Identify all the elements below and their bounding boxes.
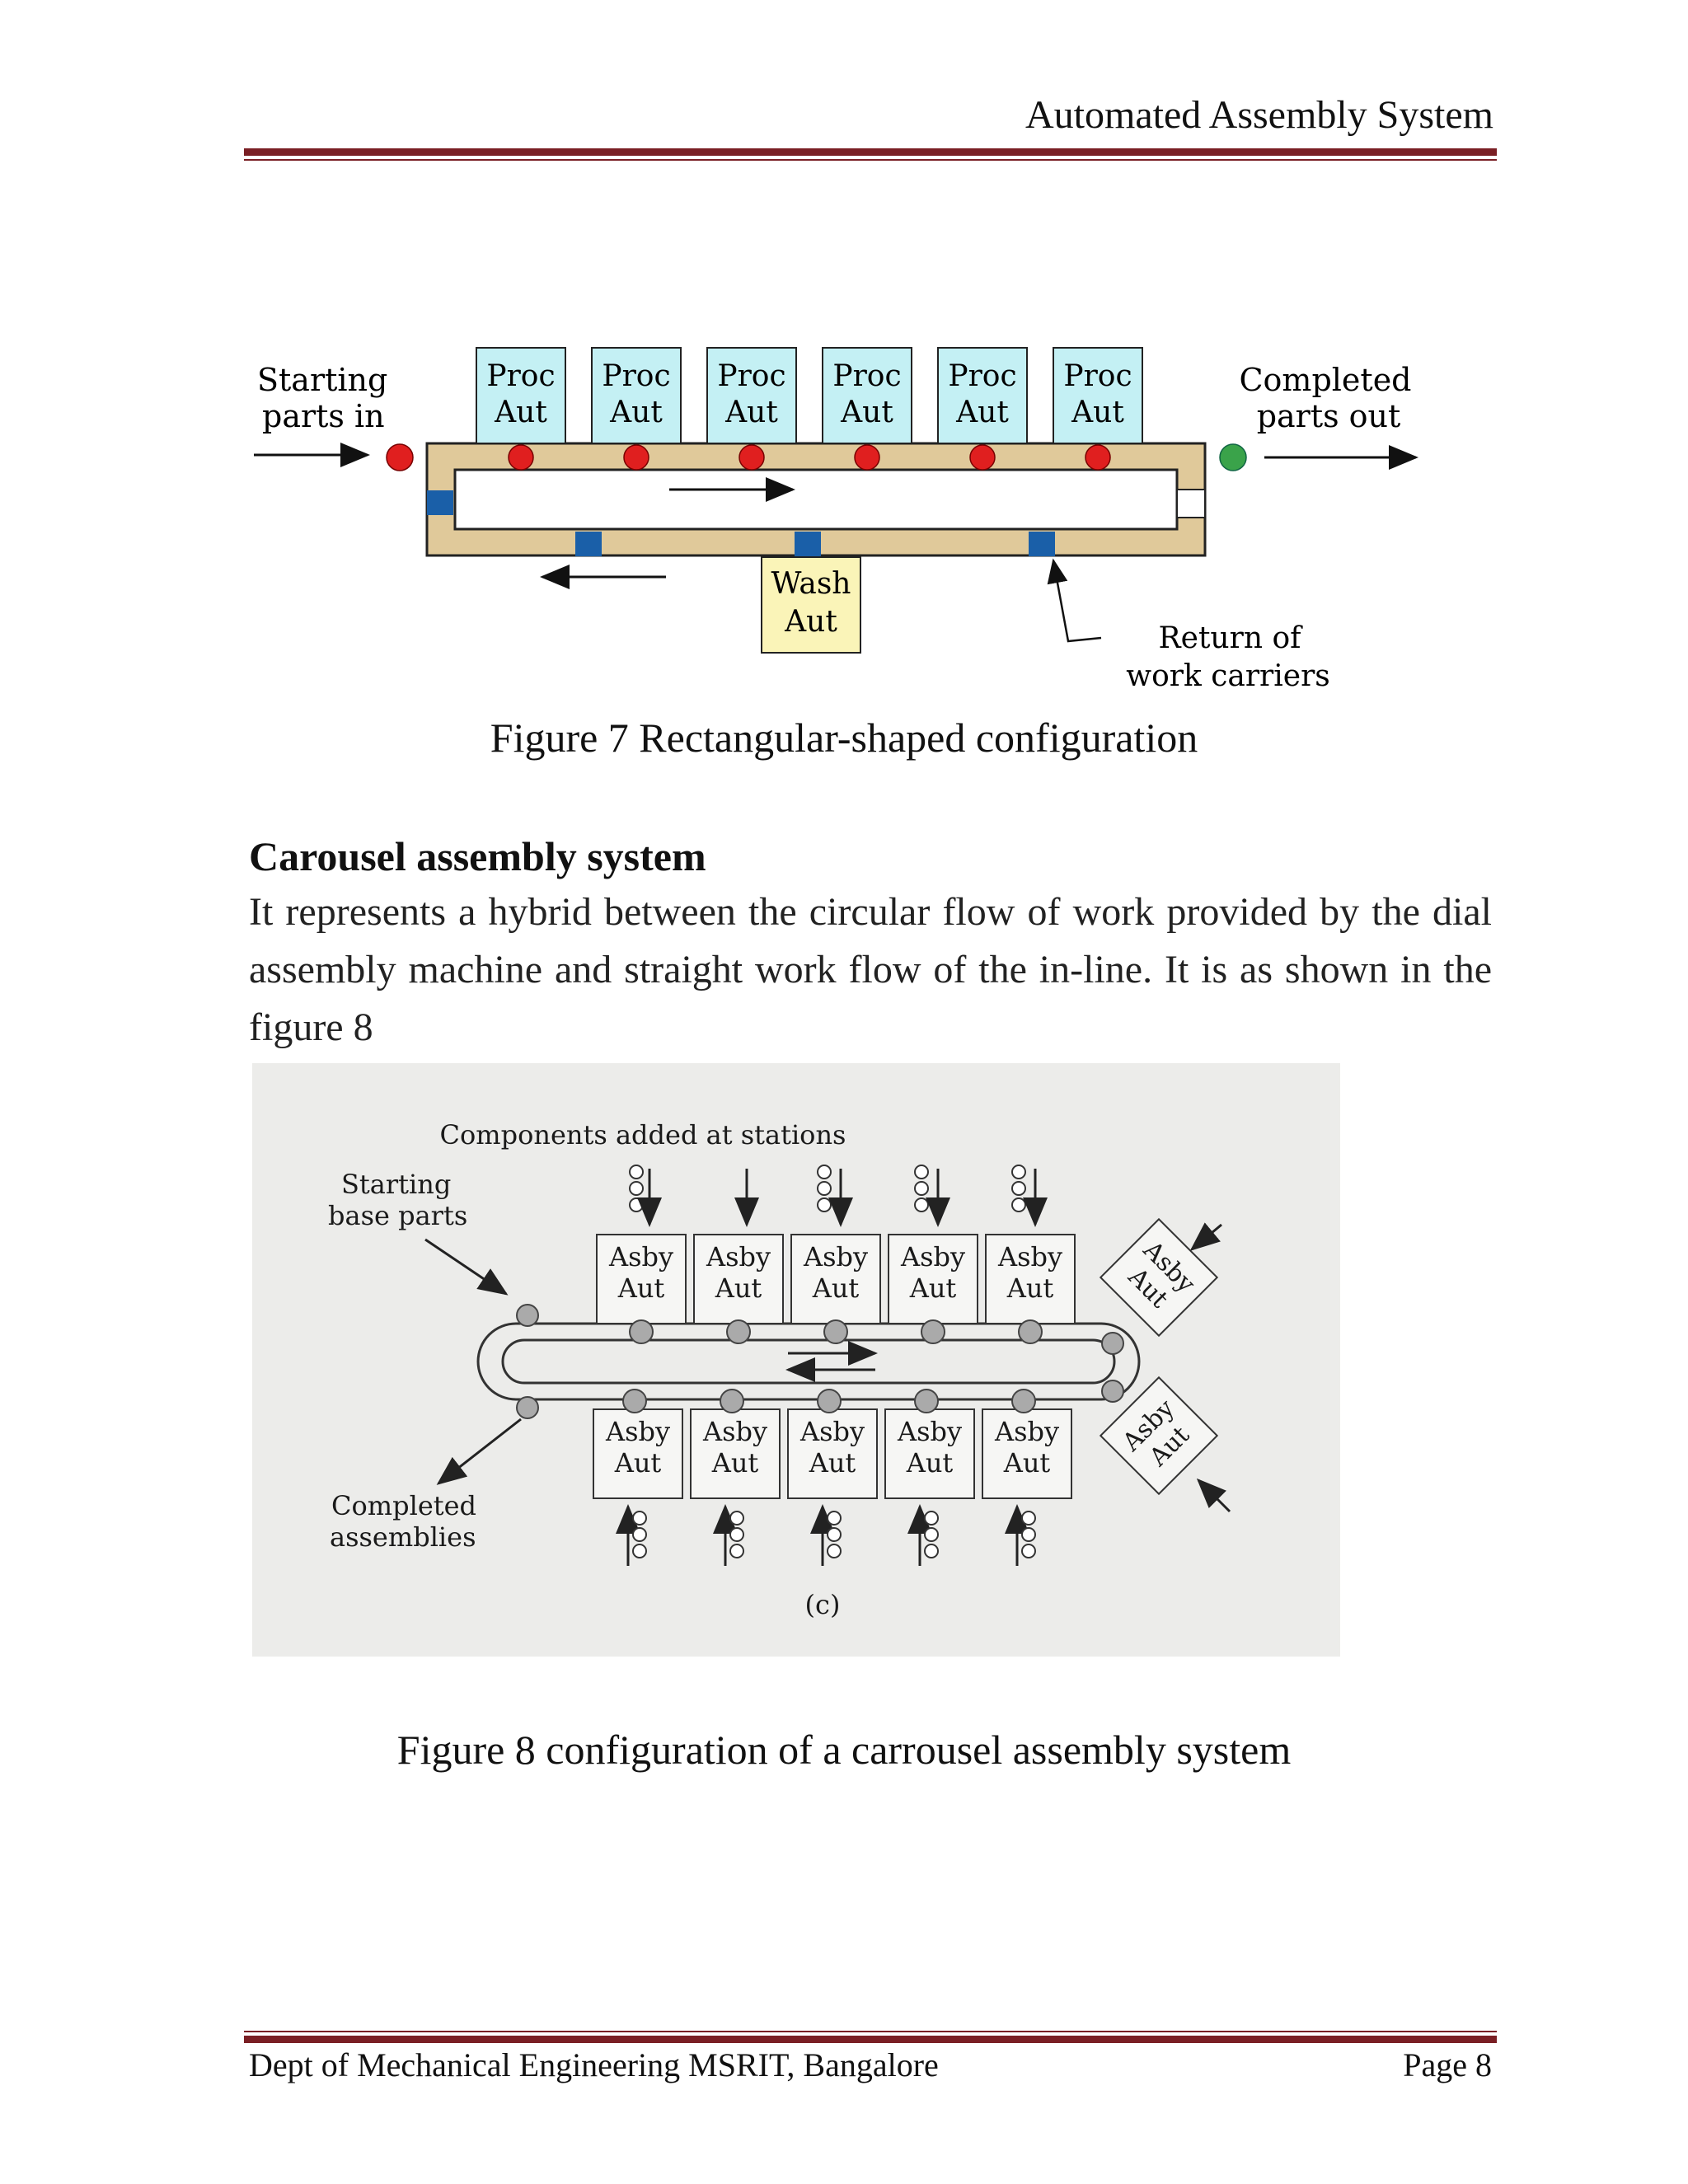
footer-department: Dept of Mechanical Engineering MSRIT, Ba… <box>249 2046 939 2083</box>
fig7-carrier <box>1029 532 1055 556</box>
fig7-completed-part <box>1219 443 1247 471</box>
fig8-carousel-track <box>476 1322 1141 1401</box>
section-heading: Carousel assembly system <box>249 833 706 879</box>
fig8-completed-arrow <box>436 1418 522 1485</box>
fig8-top-stations: Asby Aut Asby Aut Asby Aut As <box>596 1165 1076 1344</box>
fig8-asby-text-2: Aut <box>809 1447 856 1479</box>
figure-7-caption: Figure 7 Rectangular-shaped configuratio… <box>490 715 1198 761</box>
fig8-asby-text-2: Aut <box>711 1447 759 1479</box>
fig8-completed-label-1: Completed <box>331 1490 476 1521</box>
fig7-carrier <box>575 532 602 556</box>
fig8-start-part <box>516 1304 539 1327</box>
figure-7-rectangular-diagram: Starting parts in Proc Aut Proc Aut Proc… <box>254 347 1418 693</box>
footer-rule-thick <box>244 2036 1497 2043</box>
fig8-asby-text-1: Asby <box>997 1241 1062 1272</box>
figure-8-caption: Figure 8 configuration of a carrousel as… <box>396 1727 1292 1773</box>
fig7-return-leader <box>1047 558 1102 643</box>
fig7-start-part <box>386 443 414 471</box>
fig8-asby-box-bottom-2: Asby Aut <box>690 1389 781 1566</box>
fig8-asby-text-1: Asby <box>900 1241 965 1272</box>
fig7-proc-text-2: Aut <box>955 396 1009 429</box>
fig8-rotated-feed-bottom <box>1196 1478 1231 1513</box>
fig8-rotated-feed-top <box>1189 1222 1222 1251</box>
fig7-proc-box-4: Proc Aut <box>822 347 912 471</box>
fig8-asby-text-2: Aut <box>617 1272 665 1304</box>
fig8-asby-box-top-3: Asby Aut <box>790 1165 881 1344</box>
fig8-asby-text-1: Asby <box>799 1416 865 1447</box>
fig8-sublabel: (c) <box>805 1589 841 1620</box>
fig8-asby-text-1: Asby <box>605 1416 670 1447</box>
fig8-asby-box-bottom-1: Asby Aut <box>593 1389 683 1566</box>
fig7-carrier <box>795 532 821 556</box>
fig8-starting-label-1: Starting <box>341 1169 451 1200</box>
fig7-proc-box-1: Proc Aut <box>476 347 566 471</box>
fig7-proc-text-2: Aut <box>840 396 893 429</box>
fig8-scan-background <box>252 1063 1340 1657</box>
footer-rule-thin <box>244 2031 1497 2032</box>
header-rule-thick <box>244 148 1497 156</box>
fig7-proc-text-2: Aut <box>724 396 778 429</box>
section-paragraph: It represents a hybrid between the circu… <box>249 890 1492 1049</box>
fig7-proc-box-5: Proc Aut <box>937 347 1028 471</box>
fig7-wash-text-2: Aut <box>784 605 837 639</box>
fig7-track-gap <box>1176 489 1206 518</box>
fig8-asby-text-1: Asby <box>608 1241 673 1272</box>
fig8-start-arrow <box>424 1238 509 1296</box>
fig7-proc-text-2: Aut <box>609 396 663 429</box>
fig7-proc-text-1: Proc <box>717 359 785 393</box>
fig7-carrier <box>427 490 453 515</box>
fig8-asby-text-1: Asby <box>706 1241 771 1272</box>
fig7-proc-text-2: Aut <box>1071 396 1124 429</box>
fig8-starting-label-2: base parts <box>328 1200 467 1231</box>
fig8-asby-box-bottom-5: Asby Aut <box>982 1389 1072 1566</box>
fig8-bottom-stations: Asby Aut Asby Aut Asby Aut <box>593 1389 1072 1566</box>
fig8-asby-text-2: Aut <box>812 1272 860 1304</box>
fig7-proc-stations: Proc Aut Proc Aut Proc Aut Proc Aut Proc… <box>476 347 1143 471</box>
header-title: Automated Assembly System <box>1025 93 1493 137</box>
fig7-proc-text-1: Proc <box>1063 359 1132 393</box>
fig7-starting-label-2: parts in <box>262 398 385 434</box>
fig8-asby-text-2: Aut <box>906 1447 954 1479</box>
fig8-asby-box-top-5: Asby Aut <box>985 1165 1076 1344</box>
fig8-asby-text-1: Asby <box>803 1241 868 1272</box>
fig8-asby-text-2: Aut <box>715 1272 762 1304</box>
fig8-asby-box-top-1: Asby Aut <box>596 1165 687 1344</box>
fig7-proc-text-1: Proc <box>948 359 1016 393</box>
fig7-completed-label-1: Completed <box>1239 362 1411 398</box>
fig8-completed-label-2: assemblies <box>330 1521 476 1553</box>
fig8-components-label: Components added at stations <box>440 1119 846 1151</box>
fig8-asby-text-2: Aut <box>909 1272 957 1304</box>
fig7-wash-text-1: Wash <box>771 567 851 601</box>
fig8-carrier <box>1101 1380 1124 1403</box>
fig7-proc-text-2: Aut <box>494 396 547 429</box>
fig8-carrier <box>1101 1332 1124 1355</box>
header-rule-thin <box>244 159 1497 161</box>
fig7-return-label-1: Return of <box>1159 621 1304 655</box>
fig7-starting-label-1: Starting <box>257 362 387 398</box>
fig8-asby-box-rotated-bottom: Asby Aut <box>1099 1376 1219 1496</box>
fig7-return-label-2: work carriers <box>1126 659 1330 693</box>
fig7-track-inner <box>453 468 1179 531</box>
fig7-proc-box-3: Proc Aut <box>706 347 797 471</box>
fig7-proc-text-1: Proc <box>602 359 670 393</box>
fig8-asby-text-2: Aut <box>1003 1447 1051 1479</box>
fig7-proc-box-6: Proc Aut <box>1053 347 1143 471</box>
fig8-end-part <box>516 1396 539 1419</box>
fig7-wash-box: Wash Aut <box>761 556 861 654</box>
fig7-proc-box-2: Proc Aut <box>591 347 682 471</box>
fig7-proc-text-1: Proc <box>832 359 901 393</box>
fig8-asby-box-top-2: Asby Aut <box>693 1169 784 1344</box>
fig8-asby-text-2: Aut <box>1006 1272 1054 1304</box>
fig7-completed-label-2: parts out <box>1257 398 1401 434</box>
fig8-asby-box-bottom-3: Asby Aut <box>787 1389 878 1566</box>
footer-page-number: Page 8 <box>1403 2046 1492 2083</box>
fig8-asby-text-1: Asby <box>994 1416 1059 1447</box>
fig8-asby-text-1: Asby <box>897 1416 962 1447</box>
fig8-asby-text-2: Aut <box>614 1447 662 1479</box>
figure-8-carousel-diagram: Components added at stations Starting ba… <box>252 1063 1340 1657</box>
fig8-asby-text-1: Asby <box>702 1416 767 1447</box>
fig7-proc-text-1: Proc <box>486 359 555 393</box>
fig8-asby-box-top-4: Asby Aut <box>888 1165 978 1344</box>
fig8-asby-box-bottom-4: Asby Aut <box>884 1389 975 1566</box>
